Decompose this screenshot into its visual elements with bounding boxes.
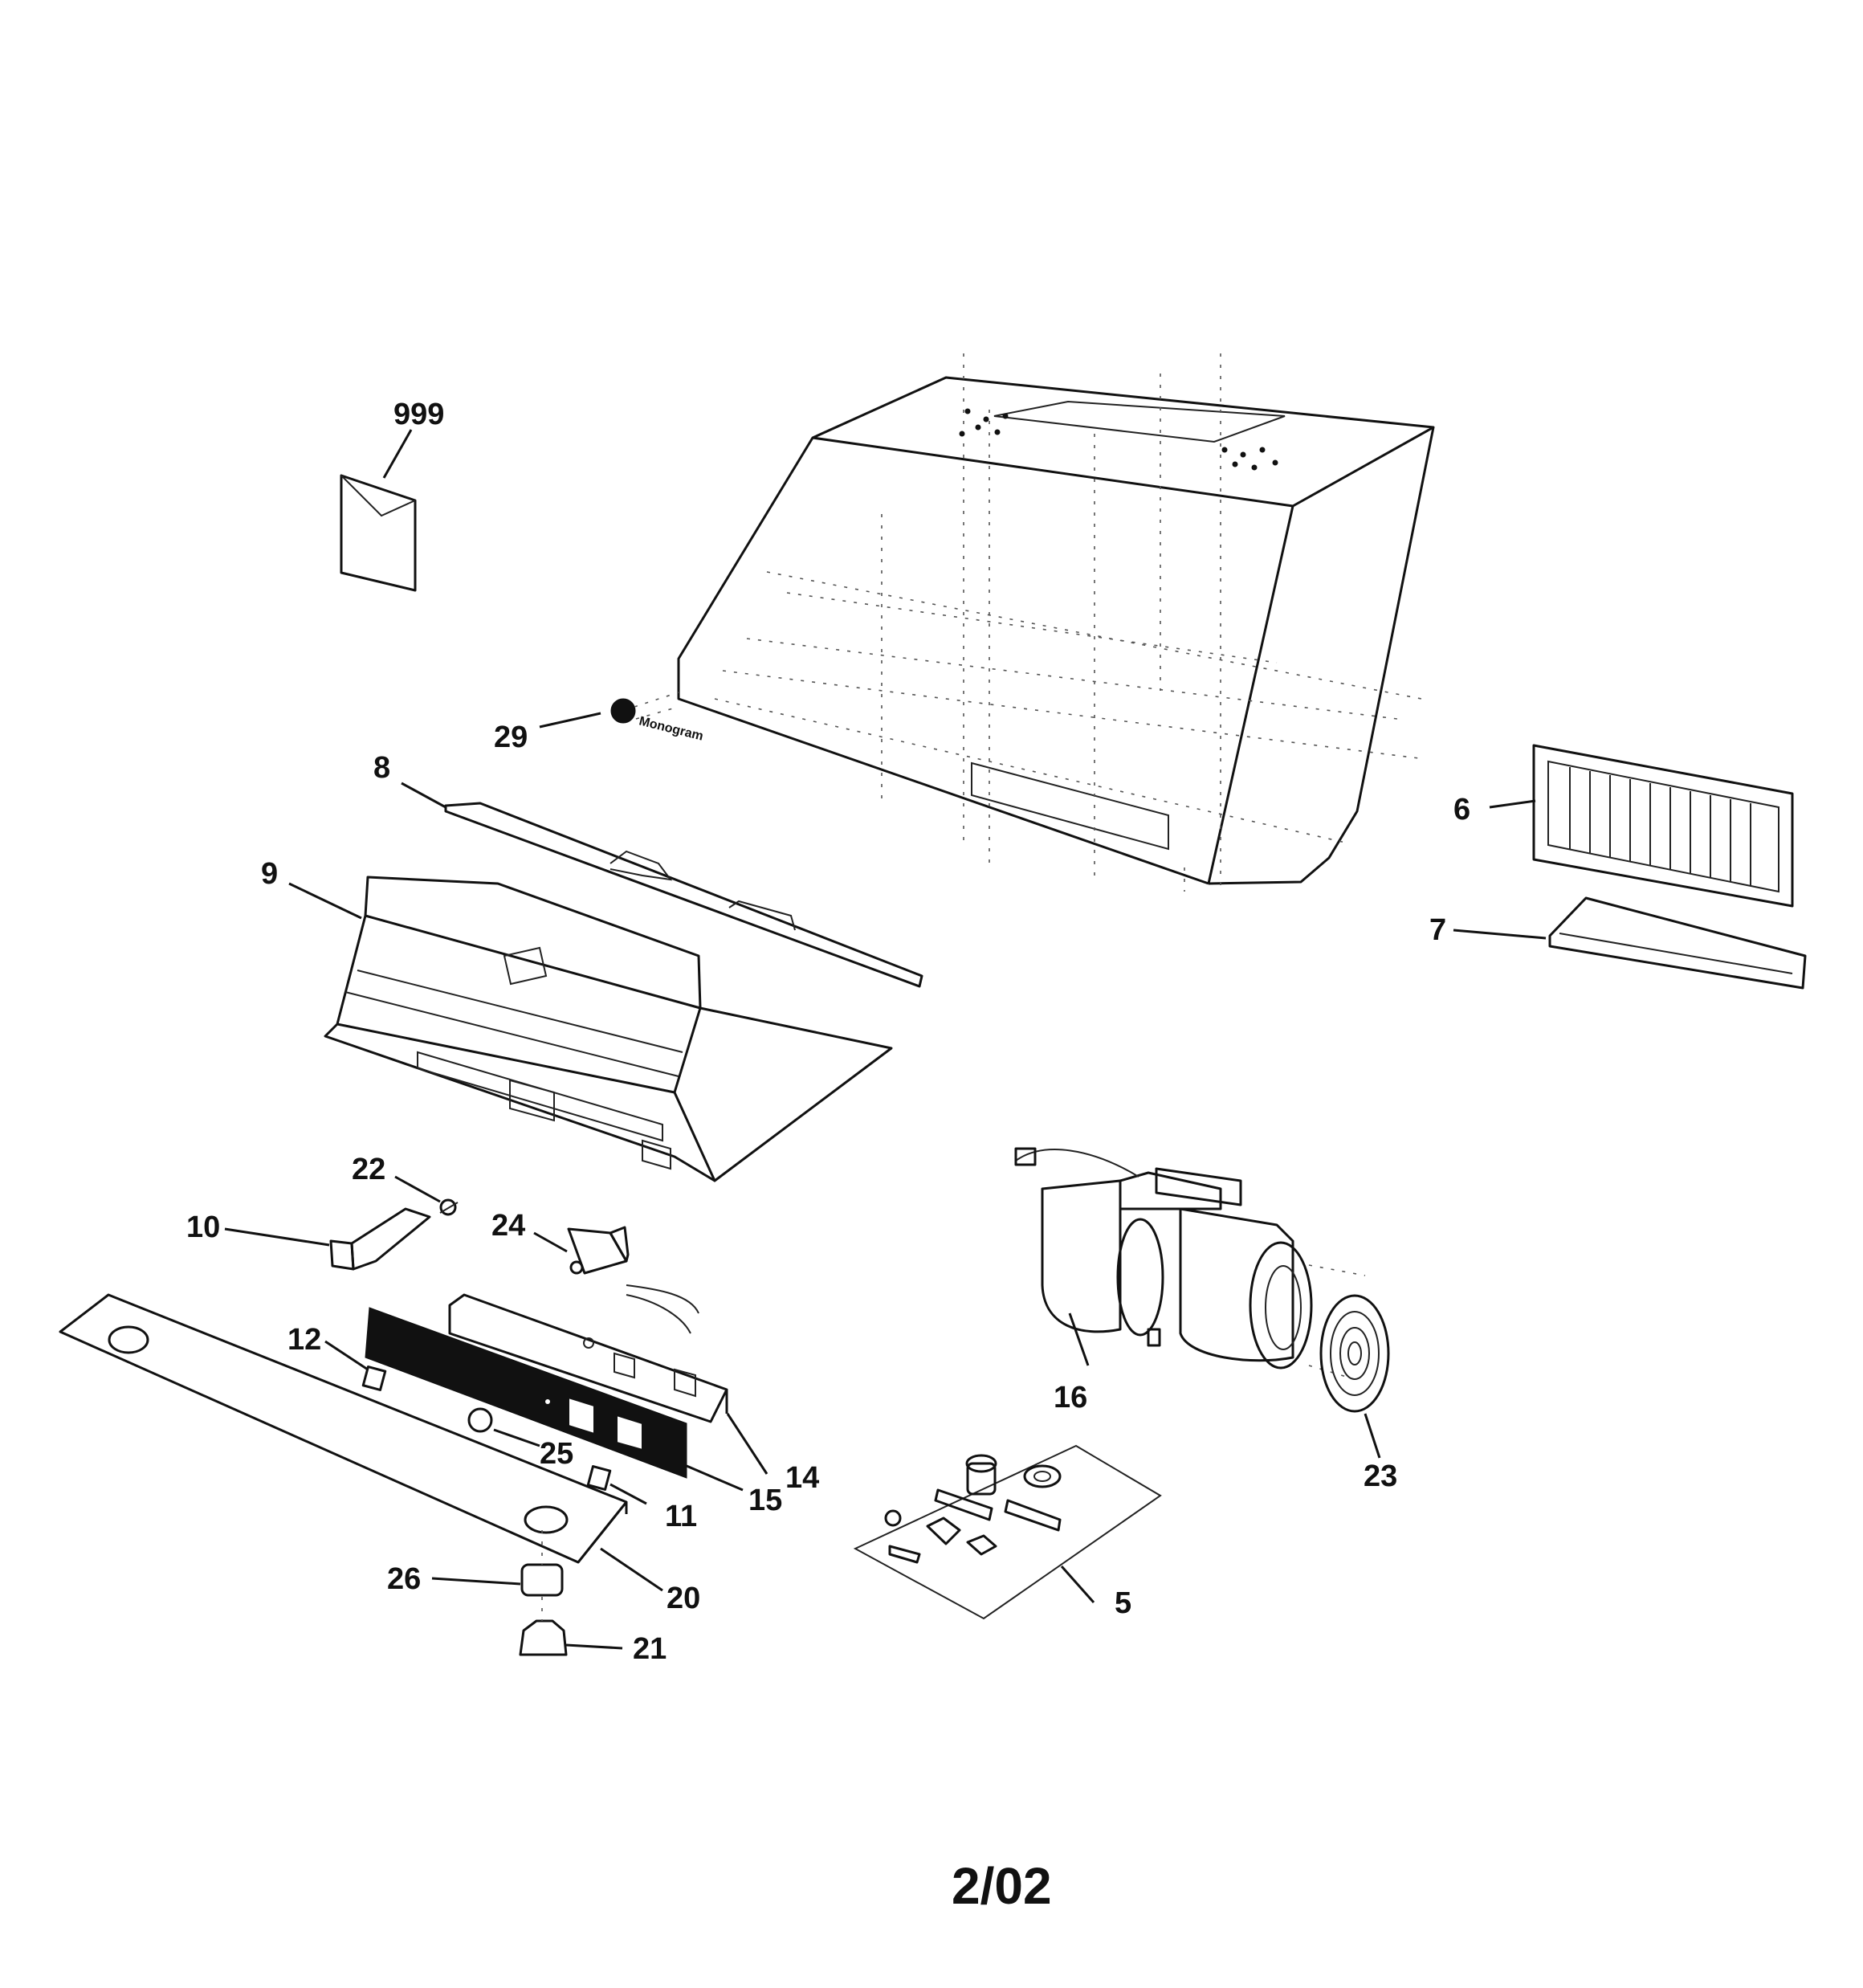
callout-14: 14: [785, 1461, 819, 1495]
callout-5: 5: [1115, 1586, 1131, 1620]
callout-25: 25: [540, 1437, 573, 1471]
callout-23: 23: [1364, 1459, 1397, 1493]
callout-24: 24: [491, 1209, 525, 1243]
callout-16: 16: [1054, 1381, 1087, 1414]
callout-6: 6: [1453, 793, 1470, 827]
part-11-switch: [586, 1465, 612, 1491]
part-999-envelope: [340, 474, 417, 592]
callout-29: 29: [494, 720, 528, 754]
part-6-grille: [1532, 744, 1794, 908]
part-16-blower: [1014, 1147, 1366, 1381]
callout-8: 8: [373, 751, 390, 785]
part-7-tray: [1548, 896, 1807, 990]
part-9-chassis: [324, 876, 893, 1182]
part-8-plate: [444, 802, 923, 988]
part-15-faceplate: [365, 1307, 687, 1479]
callout-22: 22: [352, 1153, 385, 1186]
part-21-bulb: [519, 1597, 568, 1656]
callouts: 999 29 8 9 6 7 22 10 24 12 25 14 15 11 1…: [186, 398, 1470, 1666]
callout-21: 21: [633, 1632, 667, 1666]
callout-12: 12: [287, 1323, 321, 1357]
leader-lines: [224, 429, 1547, 1650]
callout-11: 11: [665, 1500, 697, 1533]
part-29-badge: Monogram: [610, 692, 704, 744]
callout-9: 9: [261, 857, 278, 891]
callout-26: 26: [387, 1562, 421, 1596]
callout-7: 7: [1429, 913, 1446, 947]
callout-10: 10: [186, 1210, 220, 1244]
part-22-socket: [439, 1198, 459, 1216]
part-12-switch: [361, 1365, 387, 1391]
part-26-lamp-socket: [520, 1530, 564, 1597]
part-5-hardware-kit: [853, 1444, 1162, 1620]
callout-20: 20: [667, 1582, 700, 1615]
page-footer: 2/02: [952, 1857, 1052, 1915]
part-10-bracket: [329, 1207, 431, 1271]
brand-mark: Monogram: [638, 714, 704, 743]
part-23-fan-plate: [1319, 1294, 1390, 1413]
part-24-switch: [567, 1226, 699, 1334]
part-14-control-panel: [448, 1293, 728, 1423]
callout-15: 15: [748, 1484, 782, 1517]
hood-shell: [677, 353, 1435, 892]
part-20-rail: [59, 1293, 628, 1564]
part-25-knob: [467, 1407, 493, 1433]
callout-999: 999: [393, 398, 444, 431]
